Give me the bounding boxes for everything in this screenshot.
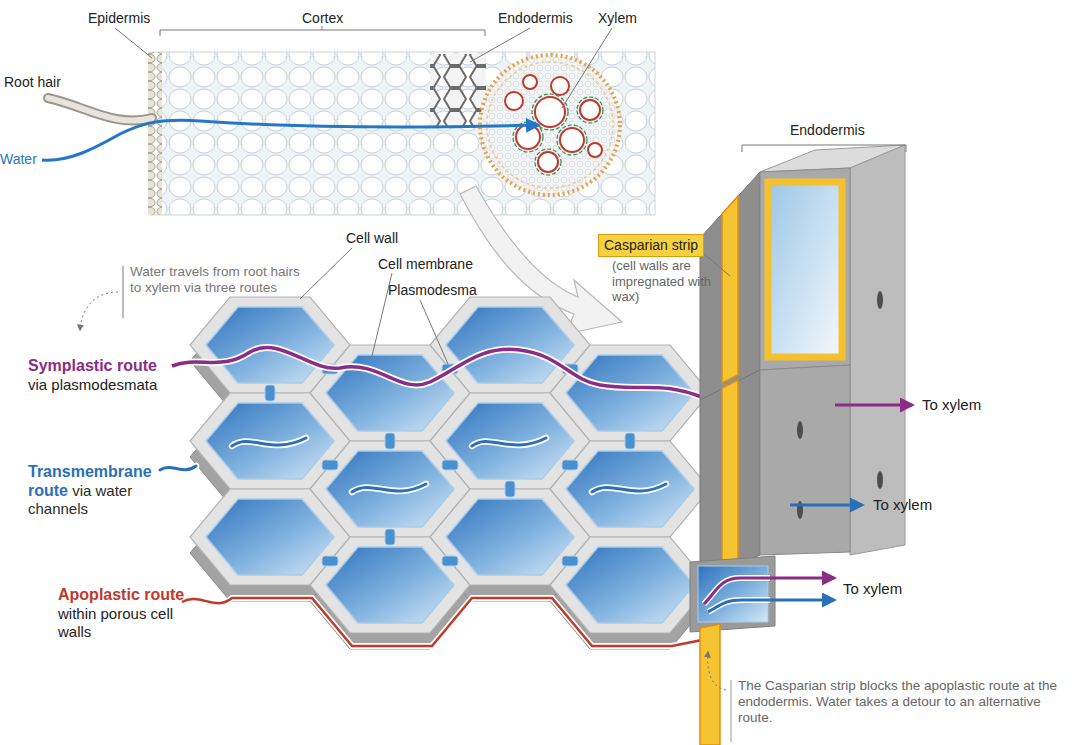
water-label: Water xyxy=(0,151,37,168)
note-text: The Casparian strip blocks the apoplasti… xyxy=(738,678,1073,727)
route-label-group: Transmembrane routevia water channels xyxy=(28,462,158,518)
part-label: Endodermis xyxy=(790,122,865,139)
destination-label: To xylem xyxy=(843,580,902,598)
note-text: Water travels from root hairs to xylem v… xyxy=(130,264,300,296)
part-label: Cell membrane xyxy=(378,256,473,273)
destination-label: To xylem xyxy=(873,496,932,514)
route-description: via plasmodesmata xyxy=(28,376,157,394)
part-label: Root hair xyxy=(4,74,61,91)
route-name: Symplastic route xyxy=(28,356,157,375)
casparian-strip-tag: Casparian strip xyxy=(598,234,704,257)
part-label: Epidermis xyxy=(88,10,150,27)
part-label: Endodermis xyxy=(498,10,573,27)
note-text: (cell walls are impregnated with wax) xyxy=(612,258,717,305)
route-name: Apoplastic route xyxy=(58,585,184,604)
part-label: Plasmodesma xyxy=(388,282,477,299)
part-label: Cortex xyxy=(302,10,343,27)
node-text: Casparian strip xyxy=(604,237,698,254)
endodermis-cells xyxy=(690,145,912,745)
route-description: within porous cell walls xyxy=(58,605,178,641)
part-label: Cell wall xyxy=(346,230,398,247)
part-label: Xylem xyxy=(598,10,637,27)
root-cross-section xyxy=(42,26,655,215)
destination-label: To xylem xyxy=(922,396,981,414)
